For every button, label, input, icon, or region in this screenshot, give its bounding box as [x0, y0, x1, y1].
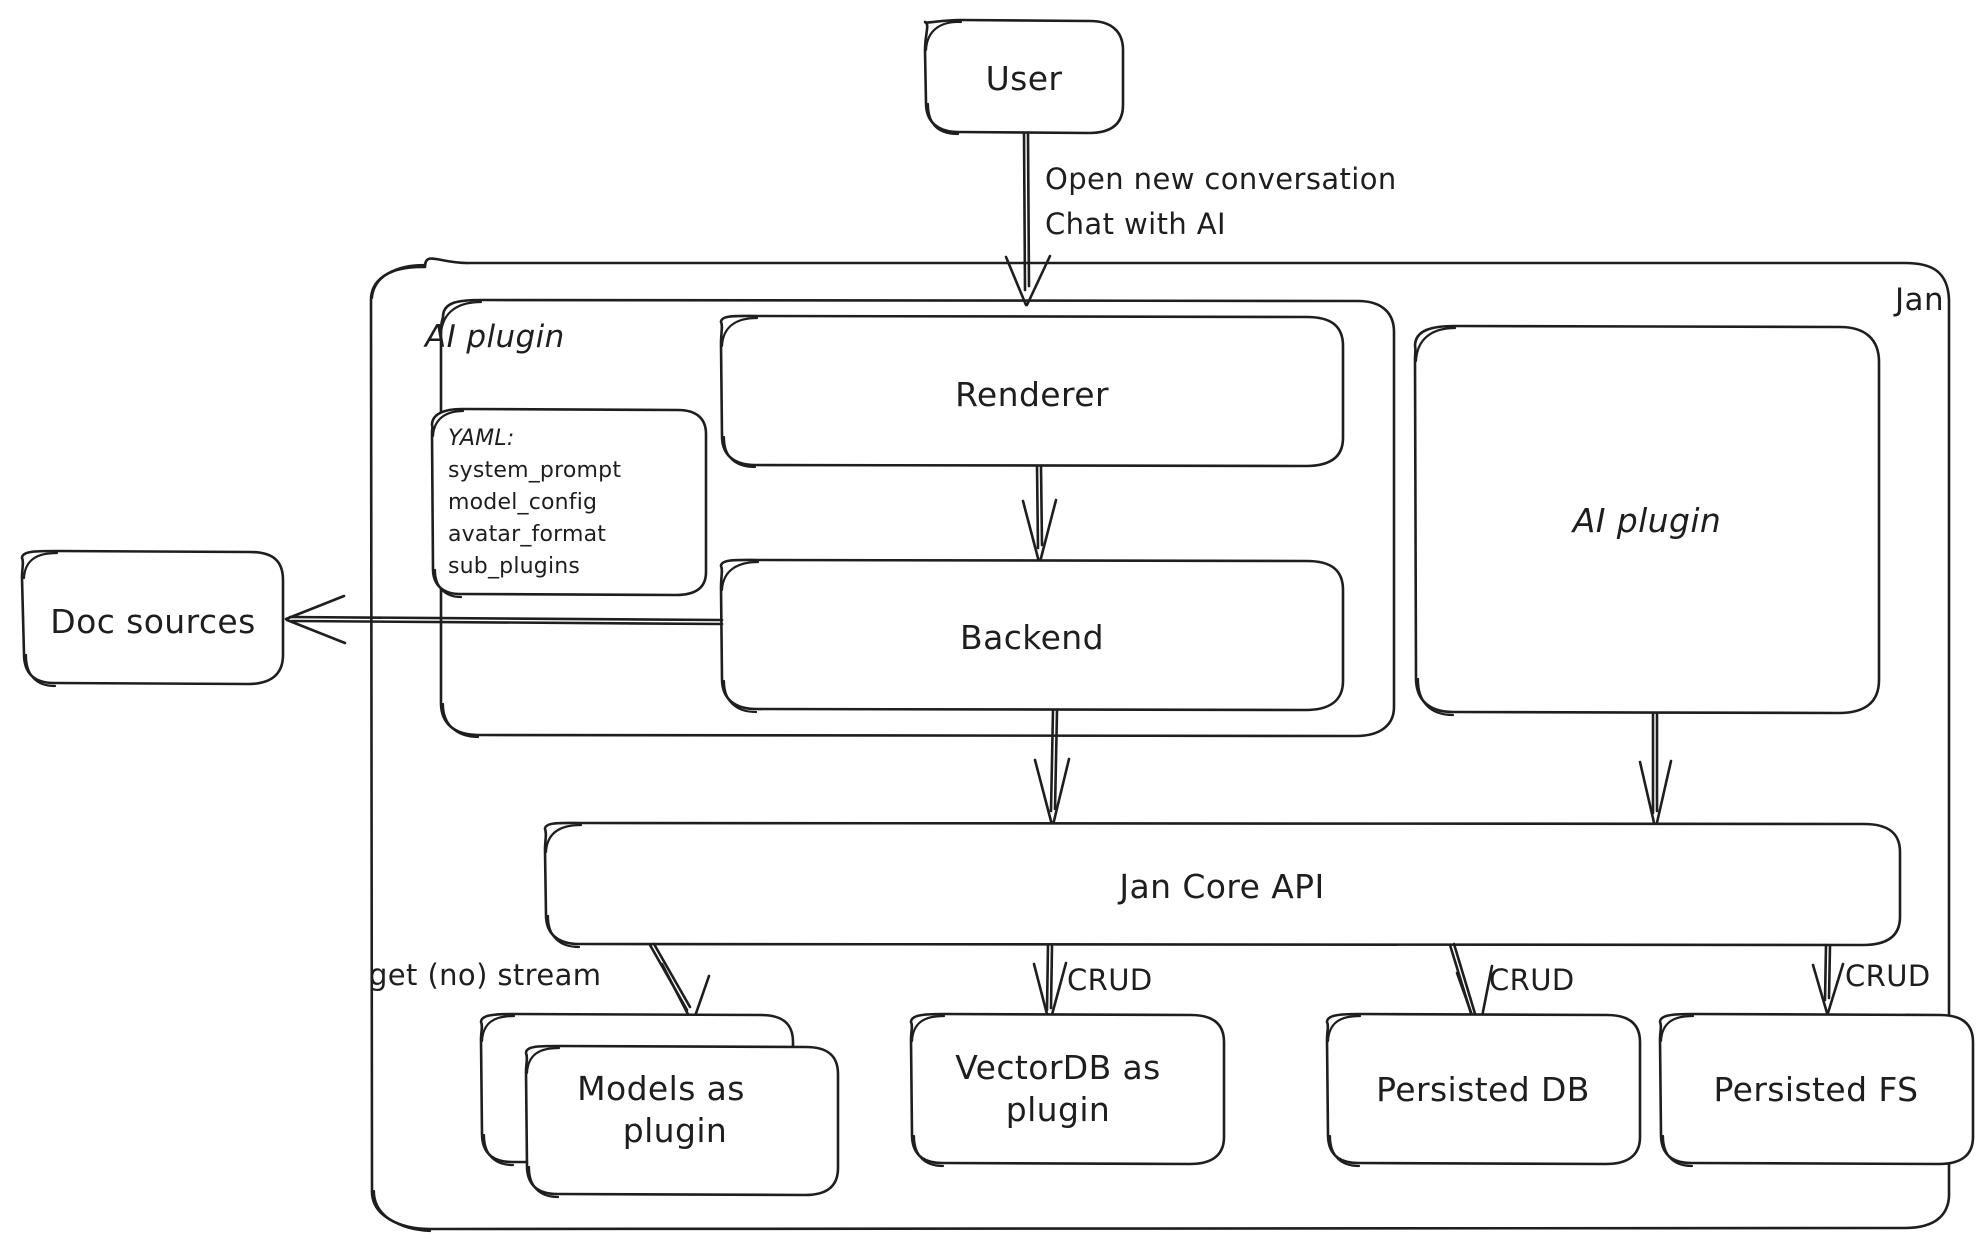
jan-container-label: Jan [1895, 282, 1944, 318]
doc-sources-box-shape[interactable] [20, 549, 285, 688]
vectordb-plugin-box-shape[interactable] [909, 1012, 1226, 1168]
edge-user-to-renderer [1004, 131, 1052, 307]
ai-plugin-group-label: AI plugin [425, 319, 565, 355]
models-plugin-label-line1: Models as [577, 1069, 745, 1108]
backend-box-shape[interactable] [719, 558, 1345, 714]
backend-label: Backend [960, 618, 1104, 657]
yaml-note-shape[interactable] [430, 407, 708, 599]
persisted-fs-label: Persisted FS [1713, 1070, 1919, 1109]
edge-core-to-models-label: get (no) stream [369, 958, 602, 992]
models-plugin-label-line2: plugin [622, 1111, 728, 1150]
edge-ai-plugin-to-core [1638, 711, 1673, 829]
renderer-label: Renderer [955, 375, 1109, 414]
persisted-fs-box-shape[interactable] [1658, 1012, 1975, 1168]
renderer-box-shape[interactable] [719, 314, 1345, 469]
user-label: User [985, 59, 1063, 98]
edge-core-to-persisted-db-label: CRUD [1489, 963, 1575, 997]
yaml-note-line-1: YAML: [448, 426, 515, 451]
user-box-shape[interactable] [923, 18, 1125, 136]
edge-backend-to-doc-sources [284, 594, 724, 645]
doc-sources-label: Doc sources [50, 602, 256, 641]
vectordb-plugin-label-line1: VectorDB as [955, 1048, 1161, 1087]
edge-user-to-renderer-label-line1: Open new conversation [1045, 162, 1397, 196]
yaml-note-line-2: system_prompt [448, 458, 622, 483]
yaml-note-line-5: sub_plugins [448, 554, 581, 579]
edge-core-to-models [648, 942, 711, 1024]
edge-core-to-persisted-fs-label: CRUD [1845, 959, 1931, 993]
persisted-db-label: Persisted DB [1376, 1070, 1590, 1109]
jan-core-api-box-shape[interactable] [543, 821, 1902, 949]
edge-user-to-renderer-label-line2: Chat with AI [1045, 207, 1226, 241]
edge-renderer-to-backend [1021, 464, 1058, 564]
edge-core-to-vectordb-label: CRUD [1067, 963, 1153, 997]
ai-plugin-box-label: AI plugin [1572, 501, 1722, 540]
yaml-note-line-4: avatar_format [448, 522, 607, 547]
jan-core-api-label: Jan Core API [1119, 867, 1325, 906]
models-plugin-front-box-shape[interactable] [524, 1044, 840, 1199]
edge-core-to-vectordb [1032, 943, 1068, 1024]
ai-plugin-box-shape[interactable] [1413, 324, 1881, 717]
edge-core-to-persisted-fs [1811, 943, 1845, 1015]
yaml-note-line-3: model_config [448, 490, 598, 515]
vectordb-plugin-label-line2: plugin [1005, 1090, 1111, 1129]
persisted-db-box-shape[interactable] [1325, 1012, 1642, 1168]
edge-backend-to-core [1033, 708, 1071, 827]
